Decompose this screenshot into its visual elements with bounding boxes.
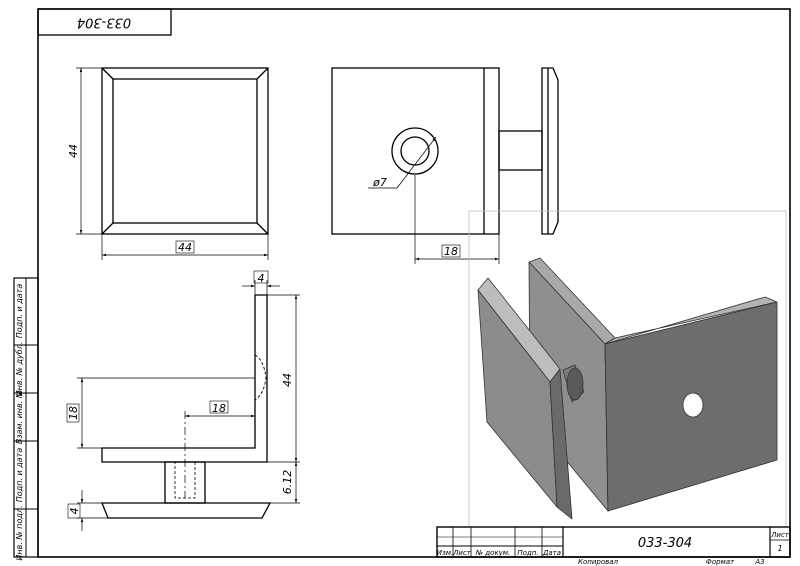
title-col-izm: Изм. <box>437 549 453 557</box>
title-col-list: Лист <box>452 549 472 557</box>
front-width-label: 44 <box>178 241 192 254</box>
title-col-docnum: № докум. <box>475 549 511 557</box>
side-hole-offset-box <box>209 400 229 414</box>
side-bottom-thickness-label: 4 <box>68 508 81 515</box>
side-view <box>101 294 272 519</box>
title-sheet-number: 1 <box>777 544 782 553</box>
front-view <box>101 67 269 235</box>
front-height-label: 44 <box>67 144 80 158</box>
hole-diameter-dim <box>368 136 437 189</box>
hole-offset-label: 18 <box>444 245 458 258</box>
title-sheet-label: Лист <box>770 531 790 539</box>
side-top-thickness-box <box>253 270 269 284</box>
top-number-box: 033-304 <box>37 8 172 36</box>
title-copied-label: Копировал <box>578 558 619 566</box>
side-left-height-box <box>66 403 80 423</box>
hole-offset-label-box <box>441 244 461 258</box>
side-bottom-thickness-box <box>67 503 81 519</box>
hole-diameter-label: ø7 <box>372 176 387 189</box>
hole-offset-dim <box>414 175 500 264</box>
side-top-thickness-label: 4 <box>258 272 265 285</box>
title-drawing-number: 033-304 <box>638 536 692 551</box>
stamp-label-3: Взам. инв. № <box>15 390 24 444</box>
stamp-label-2: Инв. № дубл. <box>15 342 24 397</box>
title-format-value: А3 <box>754 558 764 566</box>
side-lower-label: 6.12 <box>281 470 294 495</box>
front-width-dim <box>101 234 269 260</box>
side-height-label: 44 <box>281 373 294 387</box>
iso-view <box>477 257 778 520</box>
side-left-height-label: 18 <box>67 406 80 420</box>
side-left-height-dim <box>77 377 255 449</box>
side-lower-dim <box>270 462 300 504</box>
side-hole-offset-dim <box>184 411 255 498</box>
stamp-label-4: Подп. и дата <box>15 448 24 503</box>
title-format-label: Формат <box>706 558 735 566</box>
front-height-dim <box>76 67 102 235</box>
side-bottom-thickness-dim <box>77 490 108 531</box>
side-stamp: Подп. и дата Инв. № дубл. Взам. инв. № П… <box>13 277 39 561</box>
side-height-dim <box>267 294 300 463</box>
title-col-podp: Подп. <box>517 549 538 557</box>
title-col-data: Дата <box>542 549 561 557</box>
stamp-label-1: Подп. и дата <box>15 284 24 339</box>
title-block <box>436 526 791 558</box>
side-top-thickness-dim <box>242 280 280 295</box>
front-width-label-box <box>175 240 195 254</box>
top-number-text: 033-304 <box>77 15 131 30</box>
side-hole-offset-label: 18 <box>212 402 226 415</box>
top-view <box>331 67 559 235</box>
stamp-label-5: Инв. № подл. <box>15 505 24 560</box>
